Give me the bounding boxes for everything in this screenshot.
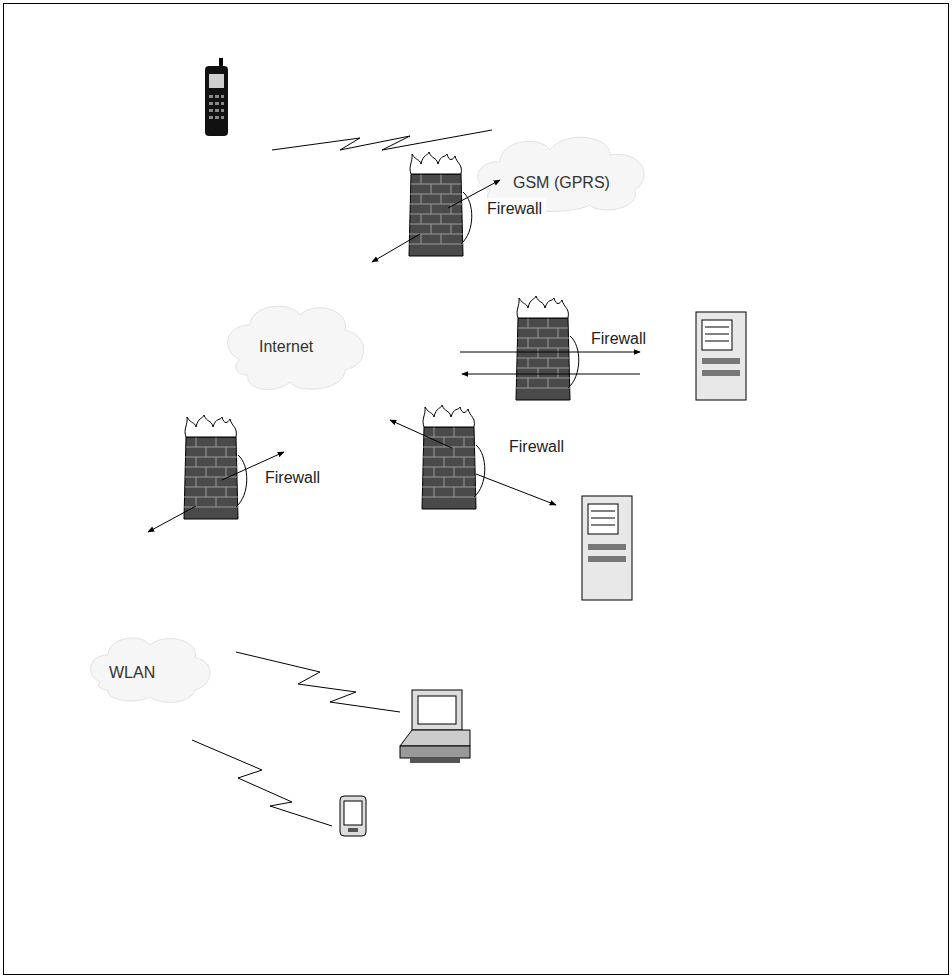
server xyxy=(702,320,732,350)
node-text: WLAN xyxy=(109,663,156,682)
server xyxy=(588,556,626,562)
server xyxy=(702,358,740,364)
cloud-label: Internet xyxy=(256,336,317,357)
pda xyxy=(348,828,358,832)
firewall-icon xyxy=(409,152,472,256)
server xyxy=(696,312,746,400)
mobile-phone xyxy=(209,102,213,105)
laptop xyxy=(410,758,460,763)
pda xyxy=(344,801,362,825)
server xyxy=(591,525,615,526)
laptop xyxy=(412,690,462,730)
server xyxy=(588,504,618,534)
firewall-label: Firewall xyxy=(588,328,650,349)
traffic-arrow xyxy=(148,180,640,532)
server xyxy=(705,327,729,328)
server xyxy=(588,544,626,550)
traffic-arrow xyxy=(476,474,556,505)
node-text: Firewall xyxy=(487,199,543,218)
mobile-phone xyxy=(215,95,219,98)
frame xyxy=(4,4,949,975)
firewall-icon xyxy=(422,405,485,509)
node-text: Firewall xyxy=(591,329,647,348)
traffic-arrow xyxy=(462,374,640,375)
mobile-phone xyxy=(209,95,213,98)
server xyxy=(591,511,615,512)
mobile-phone xyxy=(205,58,228,136)
pda xyxy=(340,796,366,836)
traffic-arrow xyxy=(390,420,452,448)
server xyxy=(582,496,632,600)
firewall-icon xyxy=(184,152,579,519)
cloud-label: WLAN xyxy=(106,662,159,683)
server xyxy=(591,518,615,519)
cloud xyxy=(91,137,645,702)
mobile-phone xyxy=(221,95,224,98)
laptop xyxy=(400,690,470,763)
wireless-link xyxy=(272,130,492,150)
node-text: GSM (GPRS) xyxy=(513,173,610,192)
mobile-phone xyxy=(215,116,219,119)
traffic-arrow xyxy=(372,234,420,262)
firewall-label: Firewall xyxy=(262,467,324,488)
server xyxy=(702,370,740,376)
cloud xyxy=(228,306,364,389)
mobile-phone xyxy=(221,116,224,119)
laptop xyxy=(400,746,470,758)
traffic-arrow xyxy=(148,506,196,532)
server xyxy=(582,312,746,600)
mobile-phone xyxy=(215,109,219,112)
wireless-link xyxy=(236,652,400,712)
mobile-phone xyxy=(209,109,213,112)
mobile-phone xyxy=(221,109,224,112)
firewall-icon xyxy=(184,415,247,519)
firewall-icon xyxy=(516,296,579,400)
server xyxy=(705,334,729,335)
mobile-phone xyxy=(215,102,219,105)
laptop xyxy=(418,696,456,724)
node-text: Firewall xyxy=(509,437,565,456)
cloud-label: GSM (GPRS) xyxy=(510,172,613,193)
mobile-phone xyxy=(209,74,224,88)
traffic-arrow xyxy=(460,352,640,353)
laptop xyxy=(400,730,470,746)
pda xyxy=(340,796,366,836)
mobile-phone xyxy=(221,102,224,105)
node-text: Internet xyxy=(259,337,314,356)
mobile-phone xyxy=(209,116,213,119)
server xyxy=(705,341,729,342)
wireless-link xyxy=(192,740,332,826)
firewall-label: Firewall xyxy=(506,436,568,457)
mobile-phone xyxy=(205,66,228,136)
mobile-phone xyxy=(209,95,224,119)
firewall-label: Firewall xyxy=(484,198,546,219)
cloud xyxy=(91,638,210,702)
node-text: Firewall xyxy=(265,468,321,487)
